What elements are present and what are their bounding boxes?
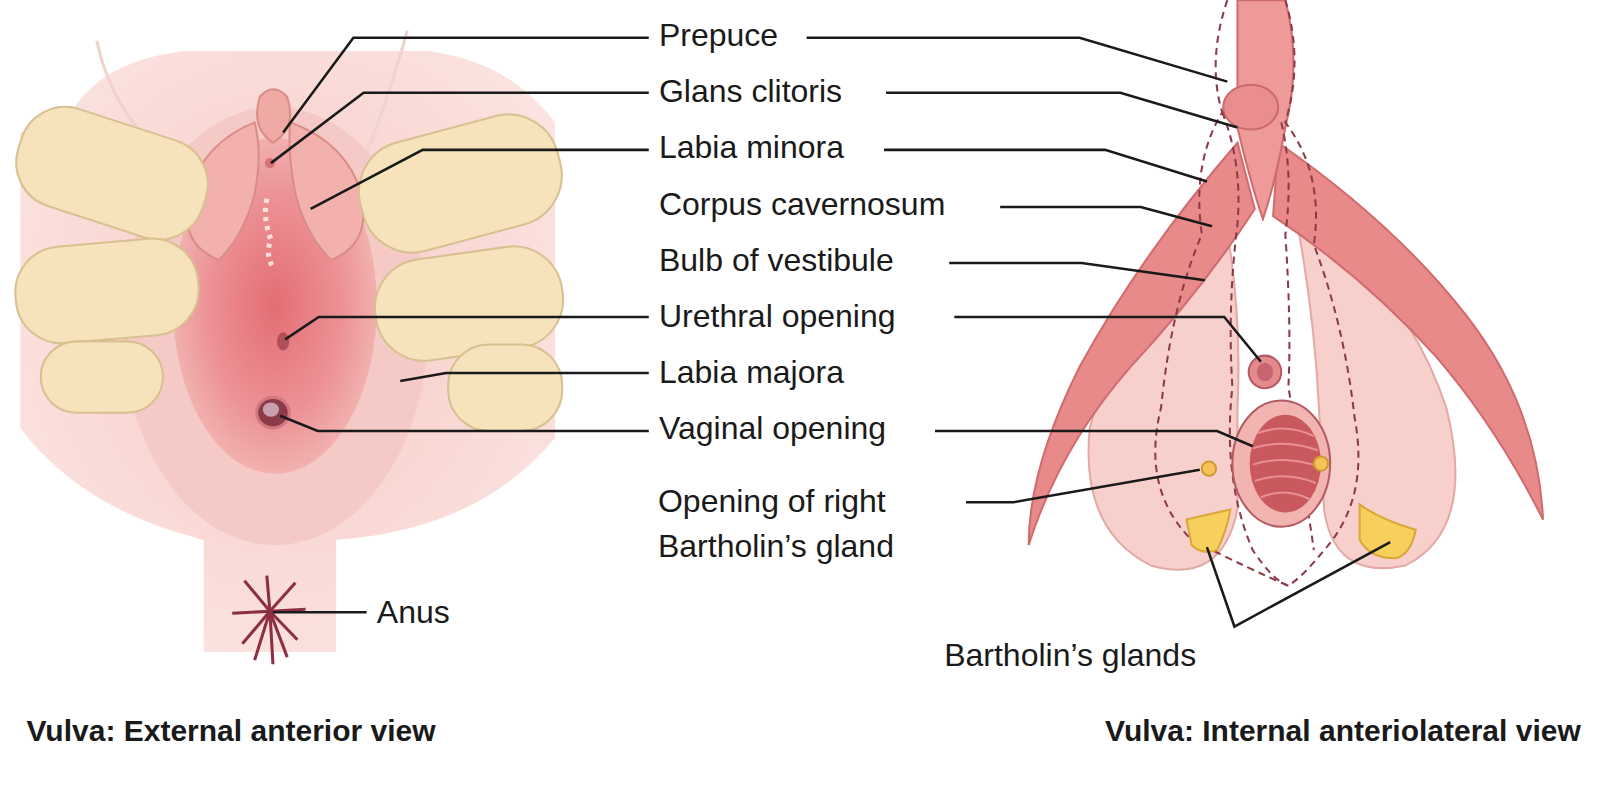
part-label: Urethral opening — [656, 297, 899, 335]
vaginal-opening — [1250, 415, 1321, 513]
leader-line — [954, 317, 1261, 362]
finger — [347, 103, 573, 264]
part-label: Labia minora — [656, 128, 847, 166]
finger — [4, 95, 220, 252]
vaginal-opening — [263, 402, 279, 416]
part-label: Bartholin’s glands — [941, 636, 1199, 674]
leader-line — [1000, 207, 1212, 226]
leader-lines — [271, 38, 1390, 627]
fingers — [4, 95, 573, 431]
view-title: Vulva: External anterior view — [23, 713, 438, 749]
leader-line — [807, 38, 1228, 82]
glans-clitoris — [265, 158, 275, 168]
leader-line — [949, 263, 1205, 280]
part-label: Opening of right Bartholin’s gland — [655, 479, 967, 569]
leader-line — [1207, 542, 1390, 627]
part-label: Anus — [374, 593, 453, 631]
bartholin-gland — [1360, 504, 1416, 558]
leader-line — [285, 317, 649, 339]
bartholin-gland — [1187, 509, 1231, 551]
anus — [232, 576, 305, 665]
vaginal-opening — [257, 397, 290, 428]
prepuce — [257, 89, 290, 142]
leader-line — [935, 431, 1253, 446]
internal-view — [1029, 0, 1543, 586]
finger — [448, 344, 562, 431]
labia-outline — [1155, 0, 1358, 586]
leader-line — [884, 150, 1207, 182]
urethral-opening — [1249, 356, 1282, 389]
leader-line — [311, 150, 649, 209]
part-label: Prepuce — [656, 16, 781, 54]
part-label: Corpus cavernosum — [656, 185, 948, 223]
leader-line — [935, 470, 1200, 503]
mucosa-texture — [265, 199, 272, 267]
finger — [11, 235, 202, 347]
part-label: Labia majora — [656, 353, 847, 391]
leader-line — [886, 93, 1237, 128]
labia-minora — [289, 122, 363, 259]
leader-line — [283, 38, 649, 133]
bartholin-opening — [1202, 462, 1216, 476]
leader-line — [271, 93, 649, 163]
bartholin-opening — [1314, 456, 1328, 470]
corpus-cavernosum — [1273, 143, 1543, 520]
leader-line — [400, 373, 649, 381]
part-label: Vaginal opening — [656, 409, 889, 447]
leader-line — [273, 611, 367, 614]
corpus-cavernosum — [1029, 143, 1255, 545]
finger — [41, 341, 163, 412]
glans-clitoris — [1223, 85, 1278, 130]
leader-line — [280, 416, 649, 431]
vaginal-rugae — [1253, 429, 1319, 500]
vaginal-opening — [1232, 400, 1330, 526]
urethral-opening — [1257, 363, 1273, 381]
urethral-opening — [277, 332, 289, 350]
part-label: Bulb of vestibule — [656, 241, 897, 279]
view-title: Vulva: Internal anteriolateral view — [1102, 713, 1584, 749]
part-label: Glans clitoris — [656, 72, 845, 110]
